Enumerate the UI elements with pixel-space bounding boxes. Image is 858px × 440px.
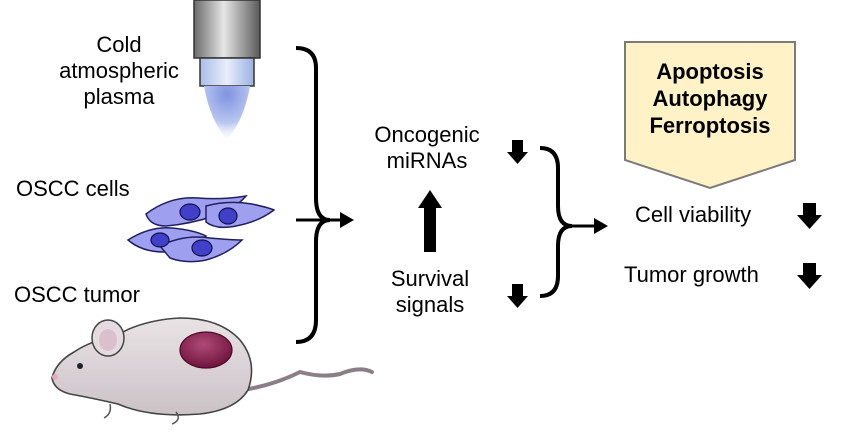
- cell-shape: [205, 201, 276, 229]
- oscc-tumor-label: OSCC tumor: [14, 282, 140, 307]
- plasma-plume: [204, 86, 250, 140]
- cap-label: Cold atmospheric plasma: [50, 32, 188, 110]
- outcome-item-ferroptosis: Ferroptosis: [649, 113, 771, 138]
- outcome-item-autophagy: Autophagy: [652, 86, 768, 111]
- cap-label-line: plasma: [83, 84, 155, 109]
- mouse-tail: [226, 367, 374, 394]
- cap-label-line: Cold: [96, 32, 142, 57]
- oscc-cells-icon: [126, 194, 276, 263]
- oscc-cells-label: OSCC cells: [16, 176, 130, 201]
- mirna-label-line: miRNAs: [386, 148, 468, 173]
- signal-bracket: [539, 146, 573, 298]
- mirna-label-line: Oncogenic: [374, 122, 480, 147]
- plasma-device-body: [193, 0, 261, 59]
- survival-label-line: signals: [395, 292, 465, 317]
- survival-label-line: Survival: [390, 266, 470, 291]
- mouse-eye: [77, 363, 83, 369]
- input-bracket: [295, 46, 331, 344]
- outcome-item-apoptosis: Apoptosis: [656, 59, 764, 84]
- outcome-box: Apoptosis Autophagy Ferroptosis: [625, 58, 795, 139]
- input-arrow-head: [340, 212, 354, 228]
- outcome-box-shape: [624, 41, 796, 190]
- tumor-mass: [179, 331, 233, 369]
- cap-label-line: atmospheric: [59, 58, 179, 83]
- cell-nucleus: [218, 207, 238, 225]
- cell-viability-label: Cell viability: [635, 202, 752, 227]
- activation-up-arrow-icon: [418, 190, 442, 252]
- survival-down-arrow-icon: [507, 284, 528, 308]
- mouse-inner-ear: [99, 329, 117, 351]
- plasma-device-icon: [193, 0, 261, 140]
- tumor-growth-label: Tumor growth: [624, 262, 759, 287]
- mirna-down-arrow-icon: [507, 140, 528, 164]
- cell-nucleus: [179, 203, 201, 221]
- cell-nucleus: [191, 239, 213, 257]
- mirna-label: Oncogenic miRNAs: [360, 122, 494, 174]
- mouse-nose: [52, 374, 58, 380]
- mouse-tumor-icon: [51, 317, 374, 425]
- plasma-nozzle: [199, 57, 255, 87]
- viability-down-arrow-icon: [797, 203, 822, 229]
- growth-down-arrow-icon: [797, 263, 822, 289]
- mouse-feet: [103, 403, 179, 425]
- signal-arrow-head: [594, 218, 608, 234]
- survival-label: Survival signals: [368, 266, 492, 318]
- cell-nucleus: [150, 232, 170, 248]
